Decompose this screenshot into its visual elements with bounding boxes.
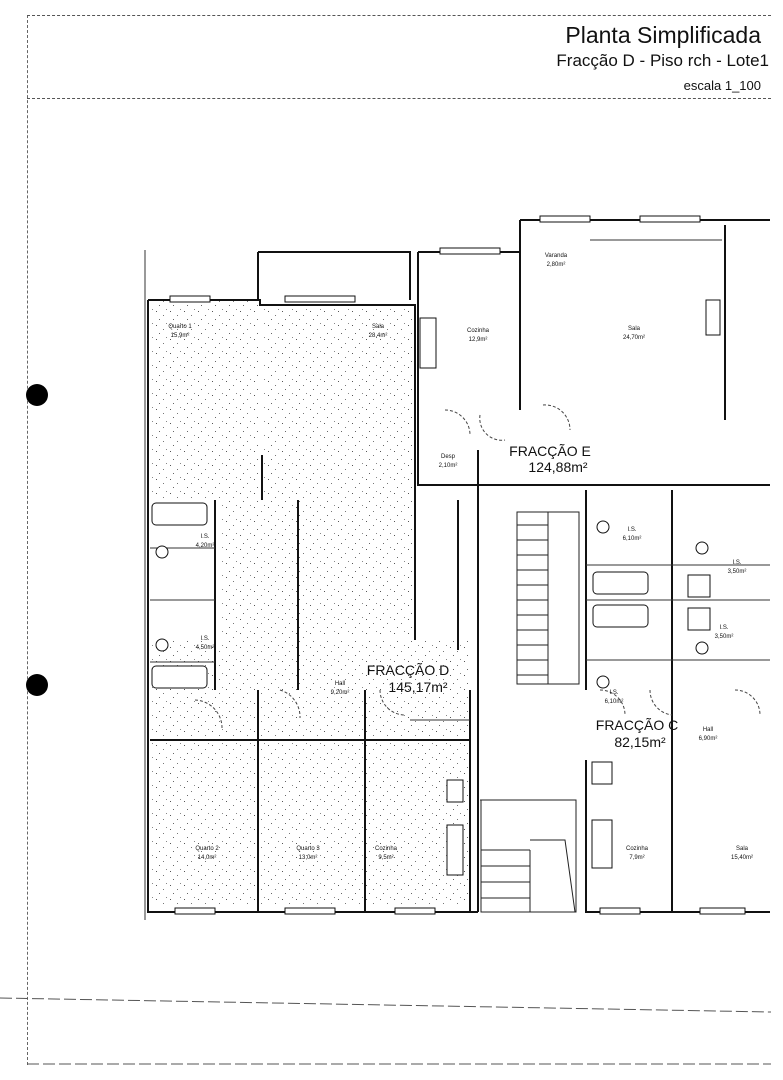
stairs	[480, 511, 580, 913]
shower-icon	[687, 574, 711, 598]
plan-scale: escala 1_100	[683, 78, 761, 93]
room-cozinha-c-area: 7,9m²	[629, 855, 644, 861]
bathtub-icon	[592, 604, 649, 628]
room-hall-c-name: Hall	[703, 727, 713, 733]
fraction-labels: FRACÇÃO E 124,88m² FRACÇÃO D 145,17m² FR…	[367, 443, 678, 750]
room-is1-c-name: I.S.	[719, 625, 728, 631]
room-varanda-name: Varanda	[545, 253, 568, 259]
room-desp-area: 2,10m²	[439, 463, 458, 469]
plan-subtitle: Fracção D - Piso rch - Lote1	[556, 51, 769, 70]
room-sala-e-name: Sala	[628, 326, 641, 332]
room-is1-e-name: I.S.	[627, 527, 636, 533]
fraction-d-fill	[150, 300, 470, 905]
room-quarto2-area: 14,0m²	[198, 855, 217, 861]
wardrobe-icon	[705, 299, 721, 336]
room-is1-d-name: I.S.	[200, 534, 209, 540]
room-is2-d-name: I.S.	[200, 636, 209, 642]
room-desp-name: Desp	[441, 454, 456, 460]
fraction-d-name: FRACÇÃO D	[367, 662, 449, 678]
fixtures	[151, 299, 721, 876]
door-swings	[194, 404, 761, 729]
room-sala-e-area: 24,70m²	[623, 335, 645, 341]
room-quarto3-area: 13,0m²	[299, 855, 318, 861]
fraction-d-area: 145,17m²	[388, 679, 447, 695]
punch-hole	[26, 384, 48, 406]
toilet-icon	[596, 520, 610, 534]
kitchen-sink-icon	[419, 317, 437, 369]
room-is1-d-area: 4,20m²	[196, 543, 215, 549]
header-bottom-rule	[27, 98, 771, 99]
room-cozinha-c-name: Cozinha	[626, 846, 649, 852]
room-sala-d-area: 28,4m²	[369, 333, 388, 339]
room-is2-c-name: I.S.	[609, 690, 618, 696]
toilet-icon	[695, 641, 709, 655]
plan-title: Planta Simplificada	[565, 22, 761, 48]
room-hall-d-name: Hall	[335, 681, 345, 687]
toilet-icon	[155, 638, 169, 652]
kitchen-sink-icon	[591, 819, 613, 869]
toilet-icon	[596, 675, 610, 689]
room-quarto2-name: Quarto 2	[195, 846, 219, 852]
punch-hole	[26, 674, 48, 696]
room-cozinha-d-area: 9,5m²	[378, 855, 393, 861]
room-hall-c-area: 6,90m²	[699, 736, 718, 742]
room-hall-d-area: 9,20m²	[331, 690, 350, 696]
room-quarto1-area: 15,9m²	[171, 333, 190, 339]
header-top-rule	[27, 15, 771, 16]
toilet-icon	[695, 541, 709, 555]
bathtub-icon	[592, 571, 649, 595]
windows	[169, 215, 746, 915]
room-labels: Quarto 1 15,9m² Sala 28,4m² Cozinha 12,9…	[168, 253, 753, 861]
fraction-e-area: 124,88m²	[528, 459, 587, 475]
room-cozinha-e-area: 12,9m²	[469, 337, 488, 343]
fraction-c-name: FRACÇÃO C	[596, 717, 678, 733]
room-cozinha-e-name: Cozinha	[467, 328, 490, 334]
sheet-frame	[27, 15, 772, 1065]
room-is2-e-name: I.S.	[732, 560, 741, 566]
room-varanda-area: 2,80m²	[547, 262, 566, 268]
toilet-icon	[155, 545, 169, 559]
room-is1-c-area: 3,50m²	[715, 634, 734, 640]
room-is1-e-area: 6,10m²	[623, 536, 642, 542]
bathtub-icon	[151, 502, 208, 526]
fraction-c-area: 82,15m²	[614, 734, 666, 750]
bottom-rules	[0, 997, 772, 1065]
room-sala-c-name: Sala	[736, 846, 749, 852]
room-cozinha-d-name: Cozinha	[375, 846, 398, 852]
room-quarto3-name: Quarto 3	[296, 846, 320, 852]
fraction-e-name: FRACÇÃO E	[509, 443, 591, 459]
room-sala-c-area: 15,40m²	[731, 855, 753, 861]
stove-icon	[446, 779, 464, 803]
shower-icon	[687, 607, 711, 631]
bathtub-icon	[151, 665, 208, 689]
room-is2-c-area: 6,10m²	[605, 699, 624, 705]
room-is2-e-area: 3,50m²	[728, 569, 747, 575]
room-quarto1-name: Quarto 1	[168, 324, 192, 330]
room-is2-d-area: 4,50m²	[196, 645, 215, 651]
kitchen-sink-icon	[446, 824, 464, 876]
stove-icon	[591, 761, 613, 785]
room-sala-d-name: Sala	[372, 324, 385, 330]
